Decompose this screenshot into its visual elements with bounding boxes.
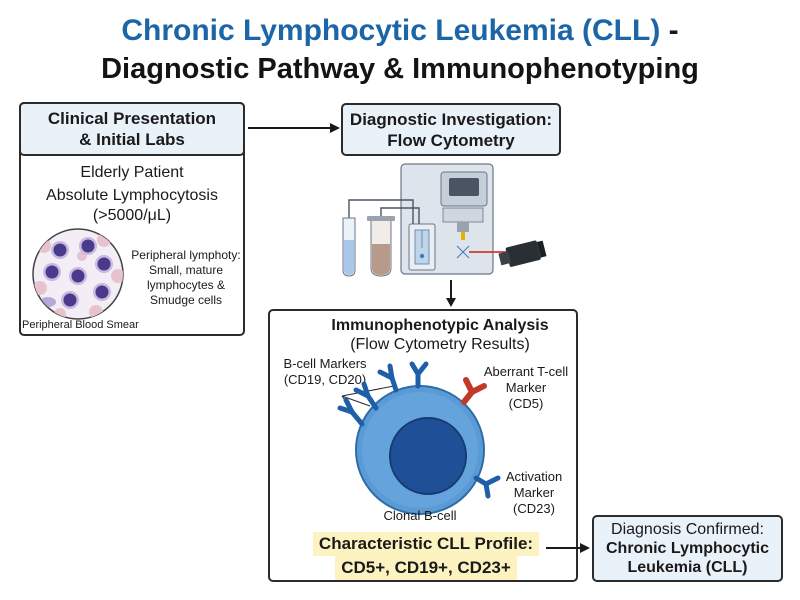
diagnosis-box: Diagnosis Confirmed: Chronic Lymphocytic… — [592, 515, 783, 582]
arrow-to-diagnosis — [546, 543, 590, 553]
arrow-to-investigation — [248, 123, 340, 133]
immuno-title: Immunophenotypic Analysis — [331, 317, 549, 334]
immuno-subtitle: (Flow Cytometry Results) — [350, 336, 530, 353]
activation-marker-line2: Marker — [513, 485, 555, 500]
bcell-markers-line2: (CD19, CD20) — [283, 372, 367, 387]
lymphocytosis-line2: (>5000/μL) — [92, 207, 172, 224]
blood-smear-image — [32, 228, 124, 320]
smear-caption-line1: Peripheral lymphoty: — [131, 248, 241, 262]
bcell-markers-label: B-cell Markers (CD19, CD20) — [270, 356, 380, 388]
page-title-line1: Chronic Lymphocytic Leukemia (CLL) - — [0, 14, 800, 48]
tcell-marker-label: Aberrant T-cell Marker (CD5) — [476, 364, 576, 412]
clinical-header: Clinical Presentation & Initial Labs — [19, 102, 245, 156]
smear-label: Peripheral Blood Smear — [22, 319, 139, 331]
flow-cytometer-illustration — [342, 163, 547, 277]
clonal-bcell-illustration — [337, 361, 501, 515]
activation-marker-line1: Activation — [505, 469, 563, 484]
patient-text: Elderly Patient — [80, 164, 184, 181]
investigation-header-line1: Diagnostic Investigation: — [349, 109, 553, 129]
title-highlight: Chronic Lymphocytic Leukemia (CLL) — [121, 14, 661, 47]
cll-profile-line2: CD5+, CD19+, CD23+ — [335, 556, 517, 580]
tcell-marker-line1: Aberrant T-cell — [483, 364, 569, 379]
title-dash: - — [660, 14, 679, 47]
arrow-to-immuno — [446, 280, 456, 307]
diagnosis-line2: Chronic Lymphocytic — [606, 540, 769, 557]
smear-caption-line3: lymphocytes & — [146, 278, 226, 292]
clinical-header-line1: Clinical Presentation — [47, 109, 217, 128]
diagnosis-line1: Diagnosis Confirmed: — [611, 521, 764, 538]
tcell-marker-line2: Marker — [505, 380, 547, 395]
cll-profile-line1: Characteristic CLL Profile: — [312, 532, 540, 556]
investigation-header-line2: Flow Cytometry — [387, 130, 515, 150]
investigation-header: Diagnostic Investigation: Flow Cytometry — [341, 103, 561, 156]
smear-caption: Peripheral lymphoty: Small, mature lymph… — [124, 248, 248, 308]
bcell-markers-line1: B-cell Markers — [283, 356, 367, 371]
smear-caption-line4: Smudge cells — [149, 293, 223, 307]
activation-marker-line3: (CD23) — [513, 501, 555, 516]
smear-caption-line2: Small, mature — [148, 263, 224, 277]
cll-profile: Characteristic CLL Profile: CD5+, CD19+,… — [306, 532, 546, 580]
activation-marker-label: Activation Marker (CD23) — [494, 469, 574, 517]
lymphocytosis-line1: Absolute Lymphocytosis — [46, 187, 218, 204]
tcell-marker-line3: (CD5) — [508, 396, 544, 411]
clonal-bcell-label: Clonal B-cell — [383, 508, 457, 523]
diagnosis-line3: Leukemia (CLL) — [627, 559, 748, 576]
clinical-header-line2: & Initial Labs — [79, 130, 185, 149]
page-title-line2: Diagnostic Pathway & Immunophenotyping — [101, 53, 699, 85]
